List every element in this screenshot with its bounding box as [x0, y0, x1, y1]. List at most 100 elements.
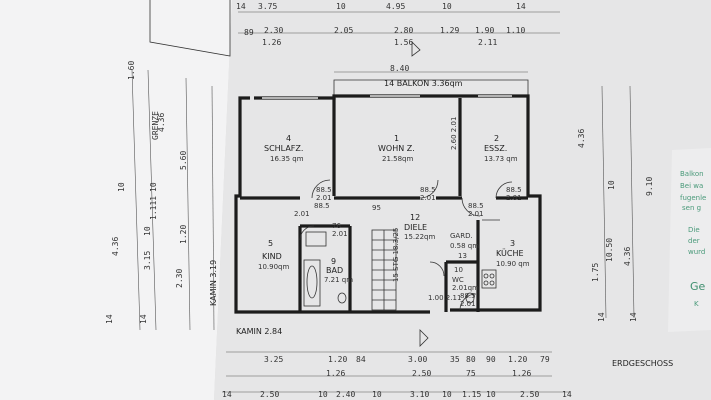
room-area: 10.90qm [258, 263, 289, 271]
svg-text:Bei wa: Bei wa [680, 182, 703, 190]
svg-text:1.20: 1.20 [508, 355, 527, 364]
svg-text:79: 79 [540, 355, 550, 364]
svg-text:14: 14 [597, 312, 606, 322]
top-dim-text: 2.30 [264, 26, 283, 35]
room-name: WOHN Z. [378, 144, 415, 153]
top-dim-text: 89 [244, 28, 254, 37]
svg-text:3.10: 3.10 [410, 390, 429, 399]
svg-text:2.01: 2.01 [468, 210, 484, 218]
bottom-dimensions: 3.25 1.20 84 3.00 35 80 90 1.20 79 1.26 … [222, 329, 572, 399]
svg-text:88.5: 88.5 [460, 292, 476, 300]
side-note-panel [668, 148, 711, 332]
svg-text:1.20: 1.20 [328, 355, 347, 364]
svg-text:2.01: 2.01 [420, 194, 436, 202]
room-number: 10 [454, 266, 463, 274]
svg-text:2.50: 2.50 [520, 390, 539, 399]
room-schlafzimmer: 4 SCHLAFZ. 16.35 qm [264, 134, 304, 163]
svg-text:3.25: 3.25 [264, 355, 283, 364]
room-name: ESSZ. [484, 144, 507, 153]
room-number: 3 [510, 239, 515, 248]
svg-text:10: 10 [143, 226, 152, 236]
svg-text:fugenle: fugenle [680, 194, 706, 202]
room-name: KIND [262, 252, 282, 261]
svg-text:10: 10 [486, 390, 496, 399]
room-number: 9 [331, 257, 336, 266]
svg-text:14: 14 [629, 312, 638, 322]
svg-text:4.36: 4.36 [577, 129, 586, 148]
top-dim-text: 2.11 [478, 38, 497, 47]
room-number: 12 [410, 213, 420, 222]
svg-text:Balkon: Balkon [680, 170, 704, 178]
svg-text:wurd: wurd [688, 248, 705, 256]
top-dim-text: 10 [442, 2, 452, 11]
exterior-walls [234, 94, 542, 314]
svg-text:1.26: 1.26 [512, 369, 531, 378]
room-esszimmer: 2 ESSZ. 13.73 qm [484, 134, 518, 163]
top-dim-text: 3.75 [258, 2, 277, 11]
svg-text:2.40: 2.40 [336, 390, 355, 399]
top-dim-text: 14 [516, 2, 526, 11]
room-area: 10.90 qm [496, 260, 530, 268]
svg-text:10: 10 [318, 390, 328, 399]
door-swings [299, 179, 513, 311]
interior-walls [240, 98, 528, 312]
svg-text:2.01: 2.01 [506, 194, 522, 202]
svg-text:14: 14 [105, 314, 114, 324]
staircase: 15 STG 18.3/25 [371, 228, 400, 311]
svg-text:GRENZE: GRENZE [151, 111, 160, 140]
room-name: WC [452, 276, 464, 284]
room-wc: 10 WC 2.01qm [452, 266, 479, 292]
room-area: 2.01qm [452, 284, 479, 292]
svg-text:35: 35 [450, 355, 460, 364]
room-area: 21.58qm [382, 155, 413, 163]
top-dim-text: 1.10 [506, 26, 525, 35]
svg-text:1.26: 1.26 [326, 369, 345, 378]
side-subtitle: K [694, 300, 699, 308]
right-dimensions: 4.36 9.10 4.36 10 1.75 10.50 14 14 [577, 85, 654, 322]
svg-text:4.36: 4.36 [157, 113, 166, 132]
svg-text:2.50: 2.50 [260, 390, 279, 399]
page-corner-outline [149, 0, 231, 57]
svg-text:80: 80 [466, 355, 476, 364]
top-dim-text: 1.56 [394, 38, 413, 47]
svg-text:1.60: 1.60 [127, 61, 136, 80]
room-number: 1 [394, 134, 399, 143]
room-number: 5 [268, 239, 273, 248]
svg-text:2.01: 2.01 [294, 210, 310, 218]
room-area: 16.35 qm [270, 155, 304, 163]
top-dim-text: 10 [336, 2, 346, 11]
top-dim-text: 2.80 [394, 26, 413, 35]
diele-width: 95 [372, 204, 381, 212]
room-garderobe: GARD. 0.58 qm 13 [450, 232, 479, 260]
svg-text:88.5: 88.5 [316, 186, 332, 194]
chimney-bottom-label: KAMIN 2.84 [236, 327, 282, 336]
balcony-width: 8.40 [390, 64, 409, 73]
svg-text:9.10: 9.10 [645, 177, 654, 196]
svg-text:75: 75 [466, 369, 476, 378]
top-dim-text: 1.29 [440, 26, 459, 35]
svg-text:2.01: 2.01 [460, 300, 476, 308]
svg-text:1.20: 1.20 [179, 225, 188, 244]
svg-text:1.111: 1.111 [149, 196, 158, 220]
top-windows [262, 95, 512, 99]
top-dim-text: 2.05 [334, 26, 353, 35]
svg-text:10: 10 [372, 390, 382, 399]
svg-text:90: 90 [486, 355, 496, 364]
left-dimensions: 1.60 GRENZE 4.36 5.60 10 10 1.111 1.20 4… [105, 61, 215, 331]
svg-text:10: 10 [149, 182, 158, 192]
svg-text:4.36: 4.36 [111, 237, 120, 256]
svg-text:14: 14 [562, 390, 572, 399]
svg-text:3.15: 3.15 [143, 251, 152, 270]
stair-label: 15 STG 18.3/25 [392, 228, 400, 282]
top-dimensions: 14 3.75 10 4.95 10 14 89 2.30 2.05 2.80 … [236, 2, 560, 57]
side-note: Balkon Bei wa fugenle sen g Die der wurd… [680, 170, 706, 308]
top-dim-text: 1.26 [262, 38, 281, 47]
room-area: 13.73 qm [484, 155, 518, 163]
room-number: 13 [458, 252, 467, 260]
room-wohnzimmer: 1 WOHN Z. 21.58qm [378, 134, 415, 163]
svg-text:10.50: 10.50 [605, 238, 614, 262]
svg-text:2.50: 2.50 [412, 369, 431, 378]
svg-text:10: 10 [607, 180, 616, 190]
svg-text:1.15: 1.15 [462, 390, 481, 399]
